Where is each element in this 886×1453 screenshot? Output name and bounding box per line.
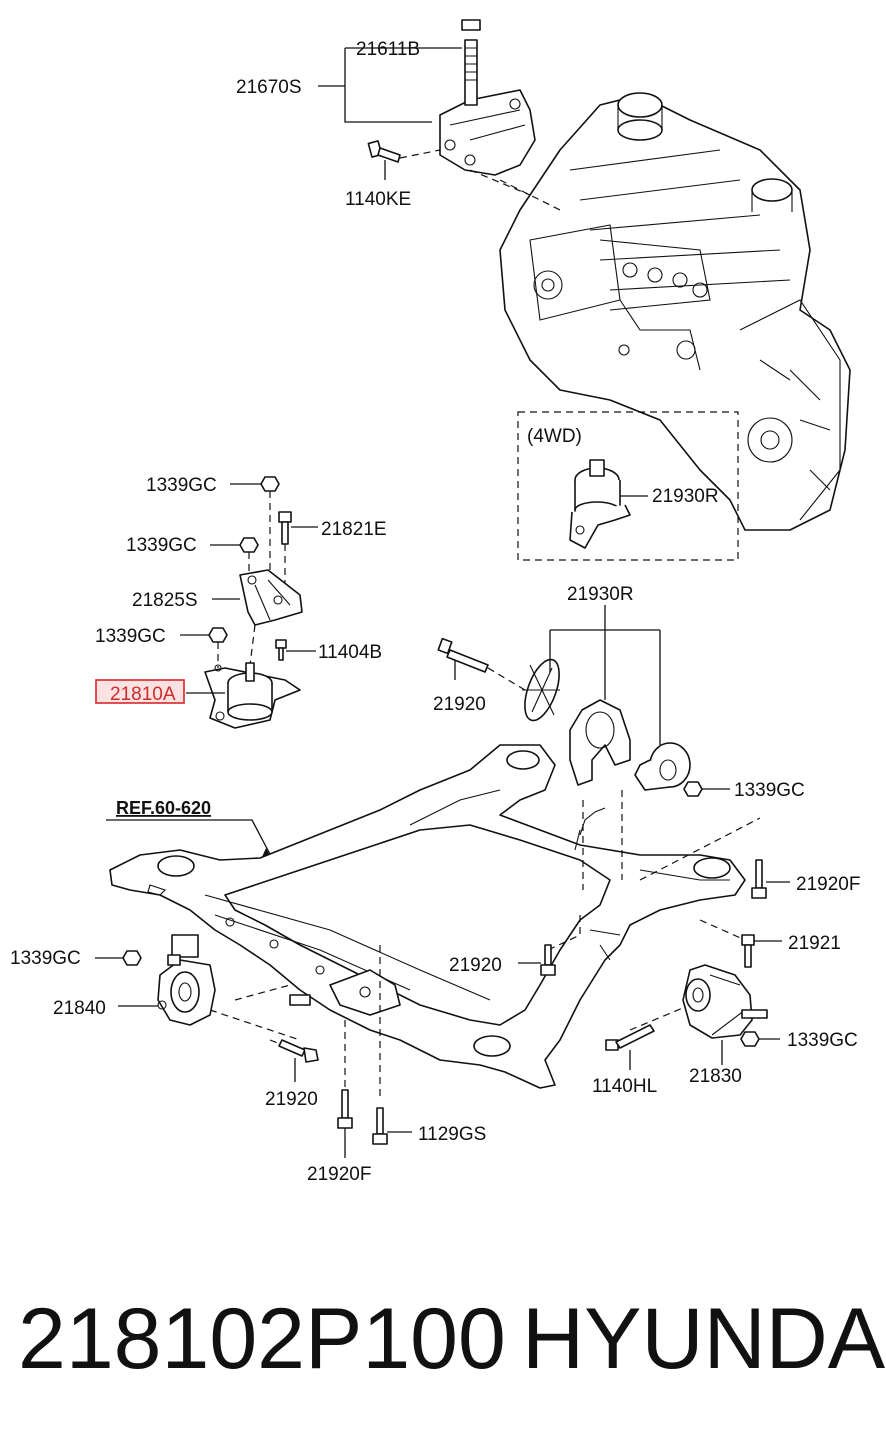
label-21840: 21840: [53, 998, 106, 1019]
label-4wd: (4WD): [527, 426, 582, 447]
parts-diagram: 21611B 21670S 1140KE (4WD) 21930R 1339GC…: [10, 19, 860, 1185]
label-1339gc-b: 1339GC: [126, 535, 197, 556]
label-11404b: 11404B: [318, 642, 382, 663]
mount-21930r-4wd: [569, 459, 648, 549]
label-1339gc-a: 1339GC: [146, 475, 217, 496]
bolt-21920f-lower: [337, 1089, 353, 1158]
bolt-1140ke: [367, 140, 441, 163]
bolt-1129gs: [372, 1107, 412, 1145]
label-1339gc-c: 1339GC: [95, 626, 166, 647]
bolt-21921: [741, 934, 782, 968]
label-21930r: 21930R: [567, 584, 634, 605]
label-21821e: 21821E: [321, 519, 387, 540]
label-1339gc-f: 1339GC: [787, 1030, 858, 1051]
label-1129gs: 1129GS: [418, 1124, 486, 1145]
roll-mount-assembly: [437, 637, 703, 797]
label-21930r-4wd: 21930R: [652, 486, 719, 507]
footer: 218102P100 HYUNDAI: [0, 1290, 886, 1410]
label-21670s: 21670S: [236, 77, 302, 98]
label-1339gc-e: 1339GC: [10, 948, 81, 969]
label-21921: 21921: [788, 933, 841, 954]
left-mount-stack: [204, 476, 303, 729]
label-ref-60-620: REF.60-620: [116, 798, 211, 818]
label-21825s: 21825S: [132, 590, 198, 611]
subframe: [109, 744, 746, 1089]
engine-block: [499, 92, 851, 531]
engine-mount-bracket: [439, 19, 536, 196]
label-21611b: 21611B: [356, 39, 420, 60]
bolt-21920-mid: [518, 944, 556, 976]
label-21920f-a: 21920F: [796, 874, 860, 895]
mount-21830: [682, 964, 780, 1065]
label-1140hl: 1140HL: [592, 1076, 657, 1097]
label-21920-b: 21920: [449, 955, 502, 976]
label-1140ke: 1140KE: [345, 189, 411, 210]
bolt-21920-left: [278, 1039, 319, 1082]
part-number: 218102P100: [18, 1291, 506, 1387]
highlight-21810a: [95, 679, 185, 704]
label-21830: 21830: [689, 1066, 742, 1087]
label-1339gc-d: 1339GC: [734, 780, 805, 801]
label-21920-c: 21920: [265, 1089, 318, 1110]
label-21920-a: 21920: [433, 694, 486, 715]
mount-21840: [95, 934, 216, 1026]
label-21920f-b: 21920F: [307, 1164, 371, 1185]
brand-name: HYUNDAI: [522, 1291, 886, 1387]
label-21810a: 21810A: [110, 684, 176, 705]
bolt-21920f-right: [751, 859, 790, 899]
bolt-1140hl: [605, 1024, 655, 1070]
